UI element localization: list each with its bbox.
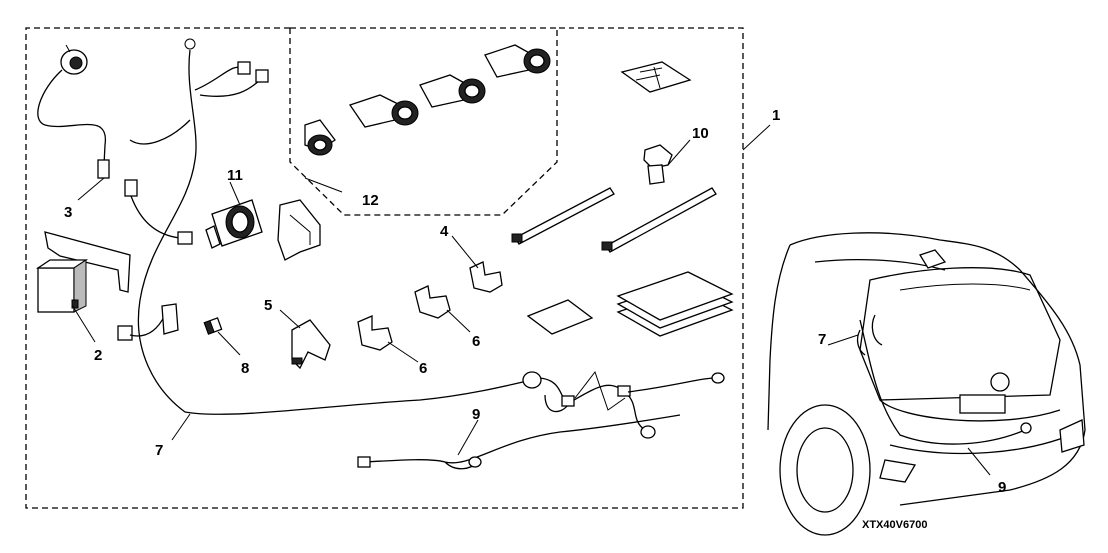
callout-3: 3 [64,204,72,221]
callout-12: 12 [362,192,379,209]
callout-6b: 6 [472,333,480,350]
sensor-holder [205,199,263,249]
callout-5: 5 [264,297,272,314]
sensor-bracket-6a [357,315,393,351]
control-unit-and-bracket [35,231,131,313]
parking-sensors [304,44,551,156]
callout-2: 2 [94,347,102,364]
sensor-bracket-5 [291,319,331,370]
main-harness [117,38,725,439]
vehicle-rear-view [767,232,1086,536]
callout-4: 4 [440,223,449,240]
callout-labels: 1 2 3 4 5 6 6 7 8 9 10 11 12 7 9 [64,107,1006,496]
callout-10: 10 [692,125,709,142]
sub-harness [357,414,681,470]
harness-clip [277,199,321,261]
sensor-bracket-4 [469,261,503,293]
callout-1: 1 [772,107,780,124]
callout-8: 8 [241,360,249,377]
callout-11: 11 [227,167,243,184]
callout-7: 7 [155,442,163,459]
vehicle-callout-9: 9 [998,479,1006,496]
leader-lines [71,124,771,456]
vehicle-callout-7: 7 [818,331,826,348]
cable-tie-2 [601,187,717,253]
installation-instructions [616,271,734,337]
callout-6a: 6 [419,360,427,377]
double-sided-tape [620,61,692,93]
fuse [203,317,223,335]
callout-9: 9 [472,406,480,423]
figure-code: XTX40V6700 [862,519,927,531]
buzzer-with-lead [37,44,110,179]
cable-tie-1 [511,187,615,245]
kit-outline [25,27,744,509]
cleaning-wipe [526,299,594,335]
sensor-bracket-6b [414,285,451,319]
